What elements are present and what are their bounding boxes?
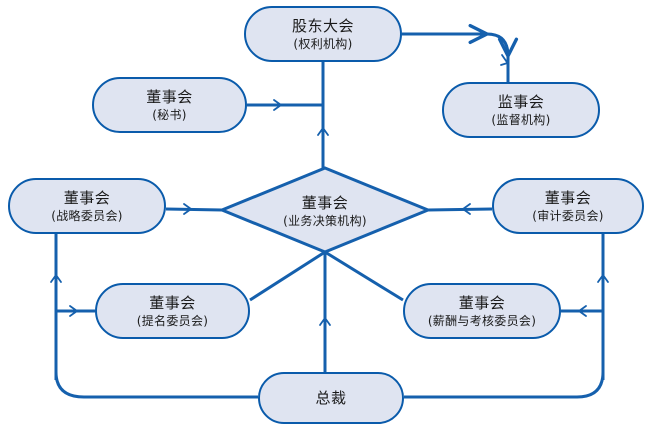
node-president[interactable]: 总裁 [258, 372, 404, 424]
node-shareholders[interactable]: 股东大会 (权利机构) [244, 6, 402, 62]
arrowhead-president-up [319, 317, 331, 326]
node-board-decision[interactable]: 董事会 (业务决策机构) [222, 168, 428, 254]
node-board-audit-title: 董事会 [544, 188, 592, 207]
node-board-strategy-subtitle: (战略委员会) [51, 208, 123, 223]
arrowhead-right-rail-up [597, 274, 609, 283]
arrowhead-supervisors [500, 54, 509, 66]
node-supervisors[interactable]: 监事会 (监督机构) [442, 82, 600, 138]
node-board-nomination-subtitle: (提名委员会) [136, 313, 209, 328]
edge-decision-to-nomination [249, 250, 326, 302]
edge-audit-to-decision [427, 207, 493, 212]
node-board-secretary-title: 董事会 [146, 87, 193, 106]
node-board-audit[interactable]: 董事会 (审计委员会) [492, 178, 644, 234]
node-board-compensation[interactable]: 董事会 (薪酬与考核委员会) [403, 283, 561, 339]
arrowhead-audit [462, 203, 471, 215]
node-board-compensation-subtitle: (薪酬与考核委员会) [427, 313, 537, 328]
node-board-secretary[interactable]: 董事会 (秘书) [92, 77, 247, 133]
edge-shareholders-to-supervisors [402, 23, 519, 82]
node-board-strategy[interactable]: 董事会 (战略委员会) [8, 178, 166, 234]
node-board-decision-label: 董事会 (业务决策机构) [283, 194, 367, 229]
node-supervisors-subtitle: (监督机构) [491, 112, 551, 127]
node-shareholders-subtitle: (权利机构) [293, 36, 353, 51]
edge-decision-to-compensation [324, 250, 404, 302]
arrowhead-strategy [183, 203, 192, 215]
edge-right-rail-to-president [404, 371, 605, 399]
edge-left-rail-to-president [54, 371, 258, 399]
arrowhead-decision-top [317, 127, 329, 136]
edge-strategy-to-decision [165, 207, 223, 212]
node-board-compensation-title: 董事会 [458, 293, 506, 312]
node-board-decision-subtitle: (业务决策机构) [283, 213, 367, 228]
arrowhead-compensation [578, 305, 587, 317]
decision-diamond-shape [218, 166, 432, 254]
node-board-decision-title: 董事会 [301, 193, 349, 212]
node-president-title: 总裁 [315, 388, 347, 407]
node-board-audit-subtitle: (审计委员会) [532, 208, 604, 223]
node-board-nomination[interactable]: 董事会 (提名委员会) [95, 283, 250, 339]
node-board-nomination-title: 董事会 [149, 293, 196, 312]
node-board-strategy-title: 董事会 [63, 188, 111, 207]
arrowhead-nomination [69, 305, 78, 317]
node-shareholders-title: 股东大会 [291, 16, 354, 35]
arrowhead-left-rail-up [50, 274, 62, 283]
node-board-secretary-subtitle: (秘书) [152, 107, 187, 122]
arrowhead-secretary [273, 99, 282, 111]
node-supervisors-title: 监事会 [497, 92, 545, 111]
